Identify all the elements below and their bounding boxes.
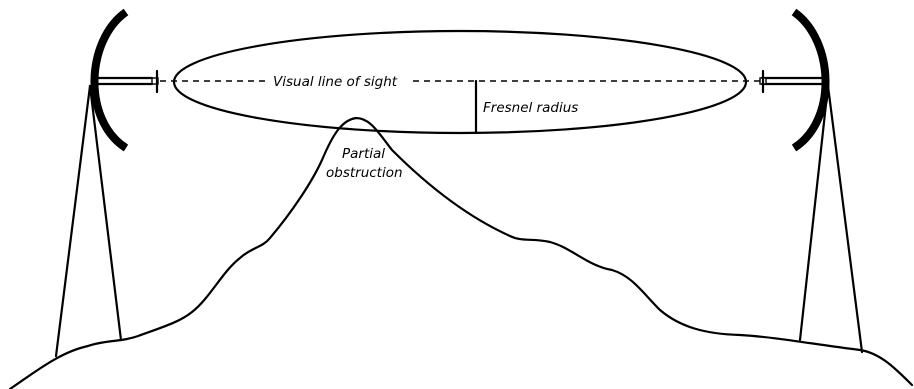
right-tower — [798, 84, 864, 354]
terrain-profile — [8, 116, 914, 389]
line-of-sight-label-bg — [266, 72, 408, 90]
right-dish-antenna — [759, 8, 830, 152]
left-dish-antenna — [90, 8, 159, 152]
obstruction-label-line1: Partial — [342, 146, 385, 162]
left-tower — [54, 84, 123, 358]
obstruction-label-line2: obstruction — [326, 165, 403, 181]
fresnel-radius-label: Fresnel radius — [483, 100, 578, 116]
fresnel-zone-ellipse — [172, 29, 748, 135]
line-of-sight-label: Visual line of sight — [273, 74, 398, 90]
